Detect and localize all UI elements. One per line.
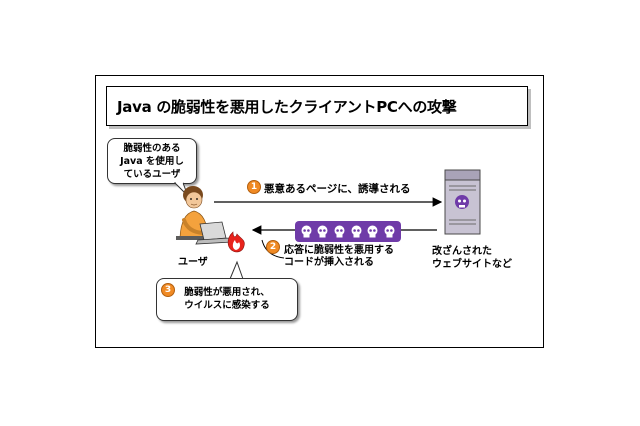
infection-result-bubble: 脆弱性が悪用され、 ウイルスに感染する: [156, 278, 298, 321]
server-label-line: ウェブサイトなど: [432, 259, 512, 270]
laptop-icon: [195, 221, 233, 245]
step-1-badge: 1: [247, 180, 261, 194]
skull-icon: [384, 225, 395, 237]
user-description-bubble: 脆弱性のある Java を使用し ているユーザ: [107, 138, 197, 184]
skull-icon: [351, 225, 362, 237]
malicious-code-bar: [295, 221, 401, 242]
title-box: Java の脆弱性を悪用したクライアントPCへの攻撃: [106, 86, 528, 126]
step-2-badge: 2: [266, 240, 280, 254]
step-2-label: 応答に脆弱性を悪用する コードが挿入される: [284, 245, 394, 269]
page-title: Java の脆弱性を悪用したクライアントPCへの攻撃: [117, 97, 457, 116]
step-1-label: 悪意あるページに、誘導される: [264, 183, 411, 195]
server-label-line: 改ざんされた: [432, 246, 492, 257]
step-3-line: ウイルスに感染する: [184, 300, 270, 311]
skull-icon: [367, 225, 378, 237]
step-2-line: コードが挿入される: [284, 257, 374, 268]
user-label: ユーザ: [178, 257, 208, 268]
user-bubble-line: Java を使用し: [120, 156, 184, 167]
flame-icon: [227, 231, 245, 253]
server-icon: [444, 169, 481, 235]
server-label: 改ざんされた ウェブサイトなど: [432, 245, 512, 271]
infection-connector: [236, 250, 268, 268]
step-3-badge: 3: [161, 283, 175, 297]
user-bubble-line: 脆弱性のある: [123, 143, 181, 154]
result-bubble-tail: [229, 260, 244, 280]
step-2-line: 応答に脆弱性を悪用する: [284, 245, 394, 256]
step-3-line: 脆弱性が悪用され、: [184, 287, 270, 298]
user-icon: [176, 186, 209, 240]
skull-icon: [334, 225, 345, 237]
skull-icon: [317, 225, 328, 237]
skull-icon: [301, 225, 312, 237]
user-bubble-line: ているユーザ: [123, 169, 181, 180]
